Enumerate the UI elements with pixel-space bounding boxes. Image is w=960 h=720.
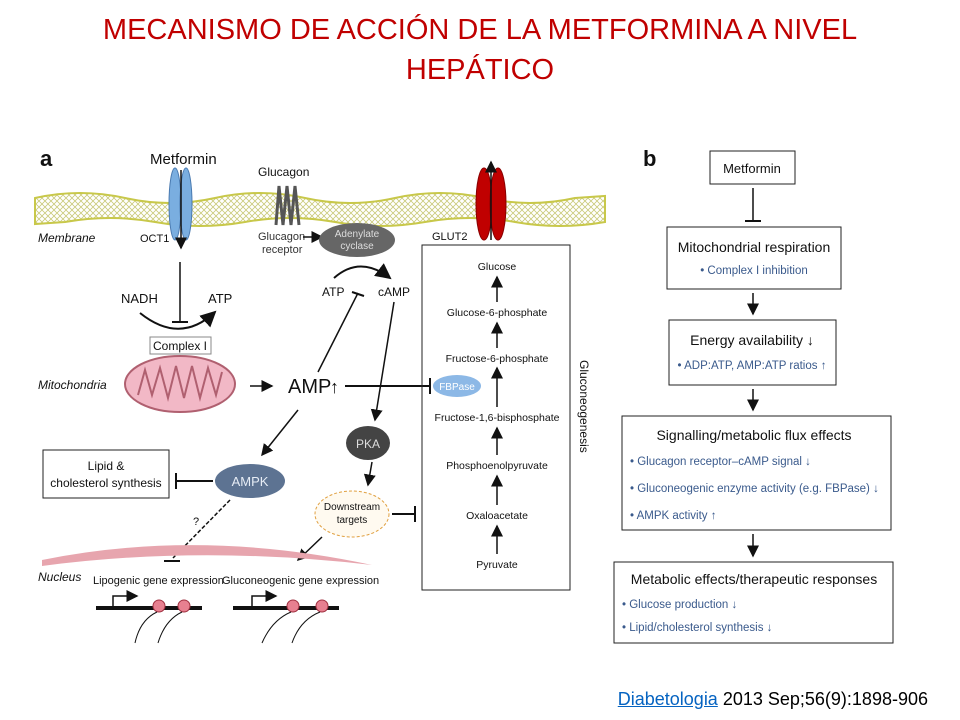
title-line-2: HEPÁTICO: [405, 54, 555, 86]
svg-text:Signalling/metabolic flux effe: Signalling/metabolic flux effects: [656, 427, 851, 443]
svg-text:Energy availability ↓: Energy availability ↓: [690, 332, 814, 348]
citation-text: 2013 Sep;56(9):1898-906: [717, 689, 928, 709]
nadh-label: NADH: [121, 291, 158, 306]
pathway-step: Pyruvate: [476, 559, 518, 571]
fbpase-node: FBPase: [433, 375, 481, 397]
pathway-step: Glucose-6-phosphate: [447, 307, 548, 319]
mitochondria-label: Mitochondria: [38, 378, 107, 392]
svg-text:• ADP:ATP, AMP:ATP ratios ↑: • ADP:ATP, AMP:ATP ratios ↑: [678, 360, 827, 372]
svg-text:Adenylate: Adenylate: [335, 229, 380, 240]
effects-item: • Lipid/cholesterol synthesis ↓: [622, 622, 772, 634]
svg-text:cyclase: cyclase: [340, 241, 374, 252]
amp-up-arrow-icon: ↑: [330, 377, 339, 397]
oct1-label: OCT1: [140, 233, 169, 245]
complex-i-label: Complex I: [153, 339, 207, 353]
pathway-step: Fructose-1,6-bisphosphate: [435, 412, 560, 424]
atp-label-mid: ATP: [322, 285, 344, 299]
svg-text:• Complex I inhibition: • Complex I inhibition: [700, 265, 808, 277]
gluconeogenesis-box: [421, 244, 571, 591]
downstream-targets-node: Downstream targets: [314, 490, 390, 538]
svg-text:cholesterol synthesis: cholesterol synthesis: [50, 476, 161, 490]
signal-item: • Glucagon receptor–cAMP signal ↓: [630, 456, 811, 468]
glut2-label: GLUT2: [432, 231, 467, 243]
glut2-transporter-icon: [475, 160, 507, 241]
svg-text:Mitochondrial respiration: Mitochondrial respiration: [678, 239, 831, 255]
journal-link[interactable]: Diabetologia: [617, 689, 718, 709]
pka-node: PKA: [346, 426, 390, 460]
citation: Diabetologia 2013 Sep;56(9):1898-906: [618, 689, 928, 710]
gluconeogenesis-label: Gluconeogenesis: [577, 360, 591, 453]
amp-label: AMP: [288, 376, 331, 398]
mito-respiration-box: [666, 226, 842, 290]
lipid-synthesis-box: [42, 449, 170, 499]
energy-availability-box: [668, 319, 837, 386]
b-metformin-box: [709, 150, 796, 185]
svg-text:Lipid &: Lipid &: [88, 459, 125, 473]
membrane: [34, 192, 606, 227]
svg-text:Downstream: Downstream: [324, 502, 380, 513]
svg-text:Metabolic effects/therapeutic: Metabolic effects/therapeutic responses: [631, 571, 877, 587]
signal-item: • Gluconeogenic enzyme activity (e.g. FB…: [630, 483, 879, 495]
signal-item: • AMPK activity ↑: [630, 510, 716, 522]
pathway-step: Glucose: [478, 261, 517, 273]
signalling-box: [621, 415, 892, 531]
dna-icon: [96, 590, 339, 644]
glucagon-receptor-label-1: Glucagon: [258, 231, 305, 243]
pathway-step: Fructose-6-phosphate: [446, 353, 549, 365]
atp-label-left: ATP: [208, 291, 232, 306]
svg-text:targets: targets: [337, 515, 368, 526]
membrane-label: Membrane: [38, 231, 96, 245]
title-line-1: MECANISMO DE ACCIÓN DE LA METFORMINA A N…: [102, 14, 858, 46]
ampk-node: AMPK: [215, 464, 285, 498]
glucagon-label: Glucagon: [258, 165, 309, 179]
svg-text:PKA: PKA: [356, 437, 380, 451]
lipogenic-label: Lipogenic gene expression: [93, 575, 224, 587]
nucleus-label: Nucleus: [38, 570, 81, 584]
gluconeogenic-label: Gluconeogenic gene expression: [222, 575, 379, 587]
complex-i-box: [149, 336, 212, 355]
pathway-step: Oxaloacetate: [466, 510, 528, 522]
pathway-step: Phosphoenolpyruvate: [446, 460, 548, 472]
slide-title: MECANISMO DE ACCIÓN DE LA METFORMINA A N…: [0, 10, 960, 90]
glucagon-receptor-label-2: receptor: [262, 244, 303, 256]
glucagon-receptor-icon: [274, 185, 301, 226]
panel-a-label: a: [40, 146, 53, 171]
panel-b-label: b: [643, 146, 656, 171]
nucleus-membrane: [42, 545, 372, 566]
b-metformin-label: Metformin: [723, 161, 781, 176]
unknown-link-question: ?: [193, 516, 199, 528]
metabolic-effects-box: [613, 561, 894, 644]
mitochondrion-icon: [124, 355, 236, 413]
oct1-transporter-icon: [168, 167, 193, 250]
camp-label: cAMP: [378, 285, 410, 299]
metformin-label: Metformin: [150, 151, 217, 168]
svg-text:FBPase: FBPase: [439, 382, 475, 393]
svg-text:AMPK: AMPK: [232, 474, 269, 489]
effects-item: • Glucose production ↓: [622, 599, 737, 611]
adenylate-cyclase: Adenylate cyclase: [319, 223, 395, 257]
